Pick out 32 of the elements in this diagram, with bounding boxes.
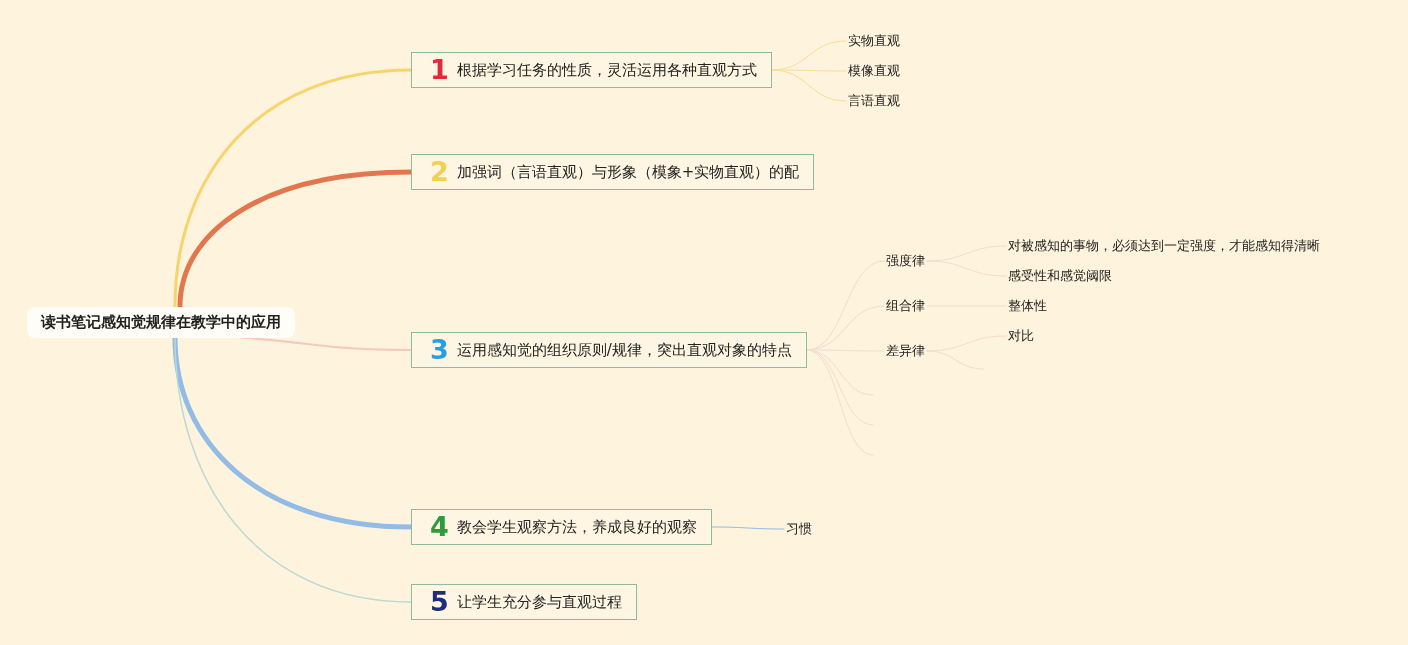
subtopic-label: 强度律 — [884, 253, 927, 269]
central-topic: 读书笔记感知觉规律在教学中的应用 — [27, 306, 295, 338]
subtopic-label: 对比 — [1006, 328, 1036, 344]
branch-line — [771, 69, 847, 102]
number-label: 3 — [430, 336, 449, 364]
subtopic-label: 感受性和感觉阈限 — [1006, 268, 1114, 284]
subtopic-label: 习惯 — [784, 521, 814, 537]
number-label: 5 — [430, 588, 449, 616]
topic-text: 加强词（言语直观）与形象（模象+实物直观）的配 — [456, 162, 800, 182]
branch-line — [711, 526, 785, 530]
branch-line — [239, 336, 412, 351]
topic-text: 运用感知觉的组织原则/规律，突出直观对象的特点 — [456, 340, 792, 360]
number-label: 2 — [430, 158, 449, 186]
subtopic-label: 实物直观 — [846, 33, 902, 49]
branch-line — [174, 336, 412, 603]
branch-line — [173, 68, 413, 308]
topic-box — [411, 584, 637, 620]
subtopic-label: 模像直观 — [846, 63, 902, 79]
number-label: 4 — [430, 513, 449, 541]
topic-text: 教会学生观察方法，养成良好的观察 — [456, 517, 697, 537]
topic-text: 根据学习任务的性质，灵活运用各种直观方式 — [456, 60, 757, 80]
topic-text: 让学生充分参与直观过程 — [456, 592, 622, 612]
subtopic-label: 差异律 — [884, 343, 927, 359]
subtopic-label: 组合律 — [884, 298, 927, 314]
subtopic-label: 言语直观 — [846, 93, 902, 109]
subtopic-label: 对被感知的事物，必须达到一定强度，才能感知得清晰 — [1006, 238, 1322, 254]
topic-box — [411, 509, 712, 545]
topic-box — [411, 154, 815, 190]
number-label: 1 — [430, 56, 449, 84]
subtopic-label: 整体性 — [1006, 298, 1049, 314]
topic-box — [411, 52, 772, 88]
topic-box — [411, 332, 807, 368]
